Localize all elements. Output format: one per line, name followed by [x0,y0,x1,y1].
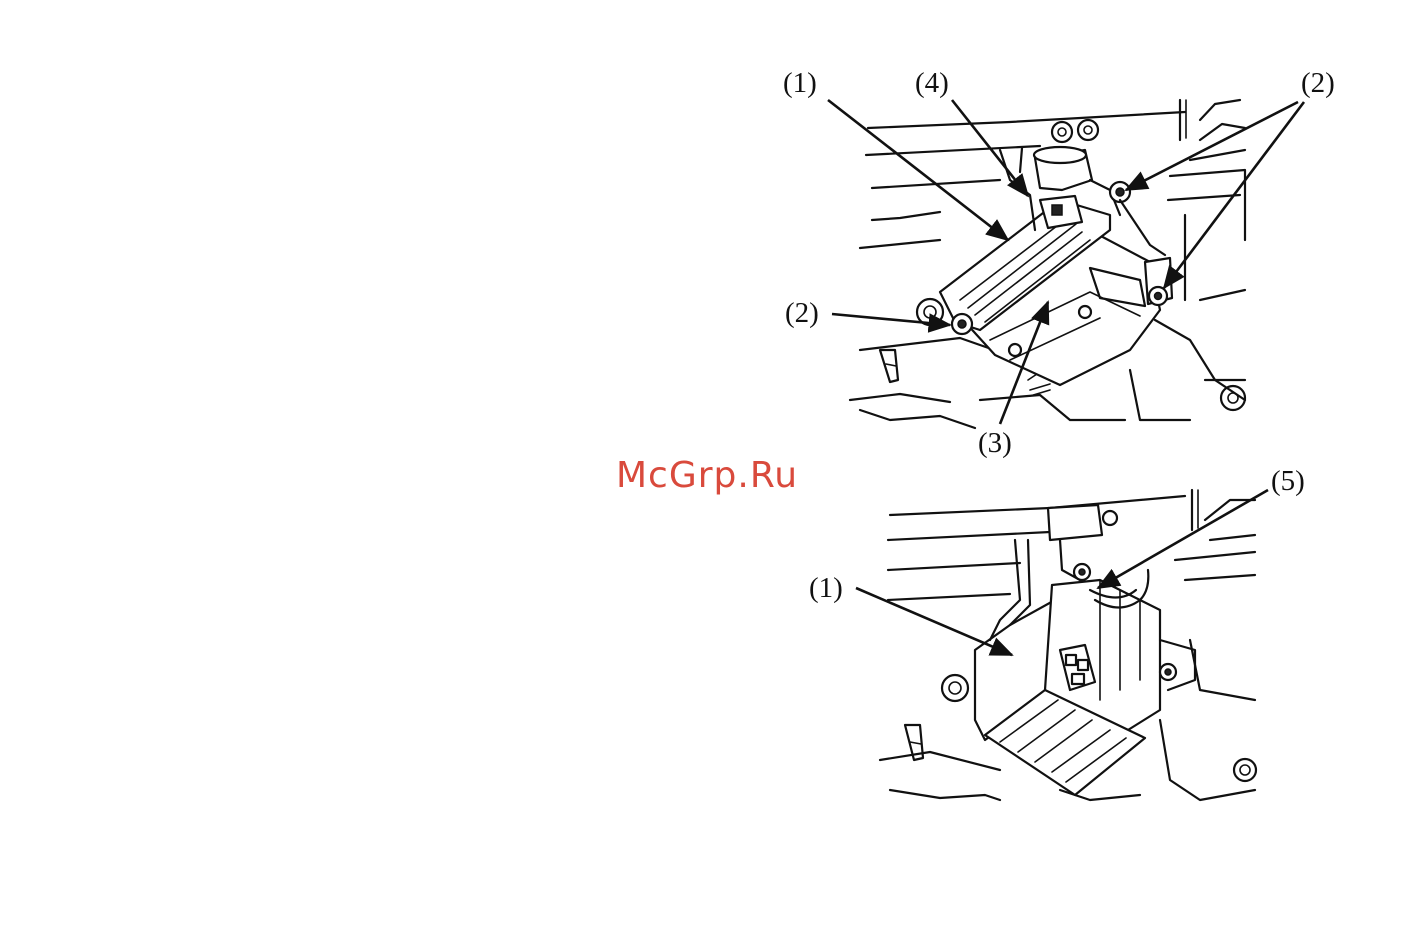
label-part4: (4) [915,67,949,99]
label-part2-left: (2) [785,297,819,329]
top-bolt-left [952,314,972,334]
top-left-clip [880,350,898,382]
label-part2-right: (2) [1301,67,1335,99]
top-upper-bolt-cluster [1052,120,1098,142]
leader-part2-left [832,314,950,325]
label-part3: (3) [978,427,1012,459]
bottom-left-bolt-ring [942,675,968,701]
label-part1-top: (1) [783,67,817,99]
top-figure: (1) (4) (2) (2) (3) [783,67,1335,459]
label-part5: (5) [1271,465,1305,497]
bottom-right-bolt-ring [1234,759,1256,781]
bottom-figure: (5) (1) [809,465,1305,800]
leader-part2-b [1164,102,1304,288]
label-part1-bottom: (1) [809,572,843,604]
leader-part1 [828,100,1008,240]
leader-part5 [1098,490,1268,588]
watermark-text: McGrp.Ru [616,455,798,496]
